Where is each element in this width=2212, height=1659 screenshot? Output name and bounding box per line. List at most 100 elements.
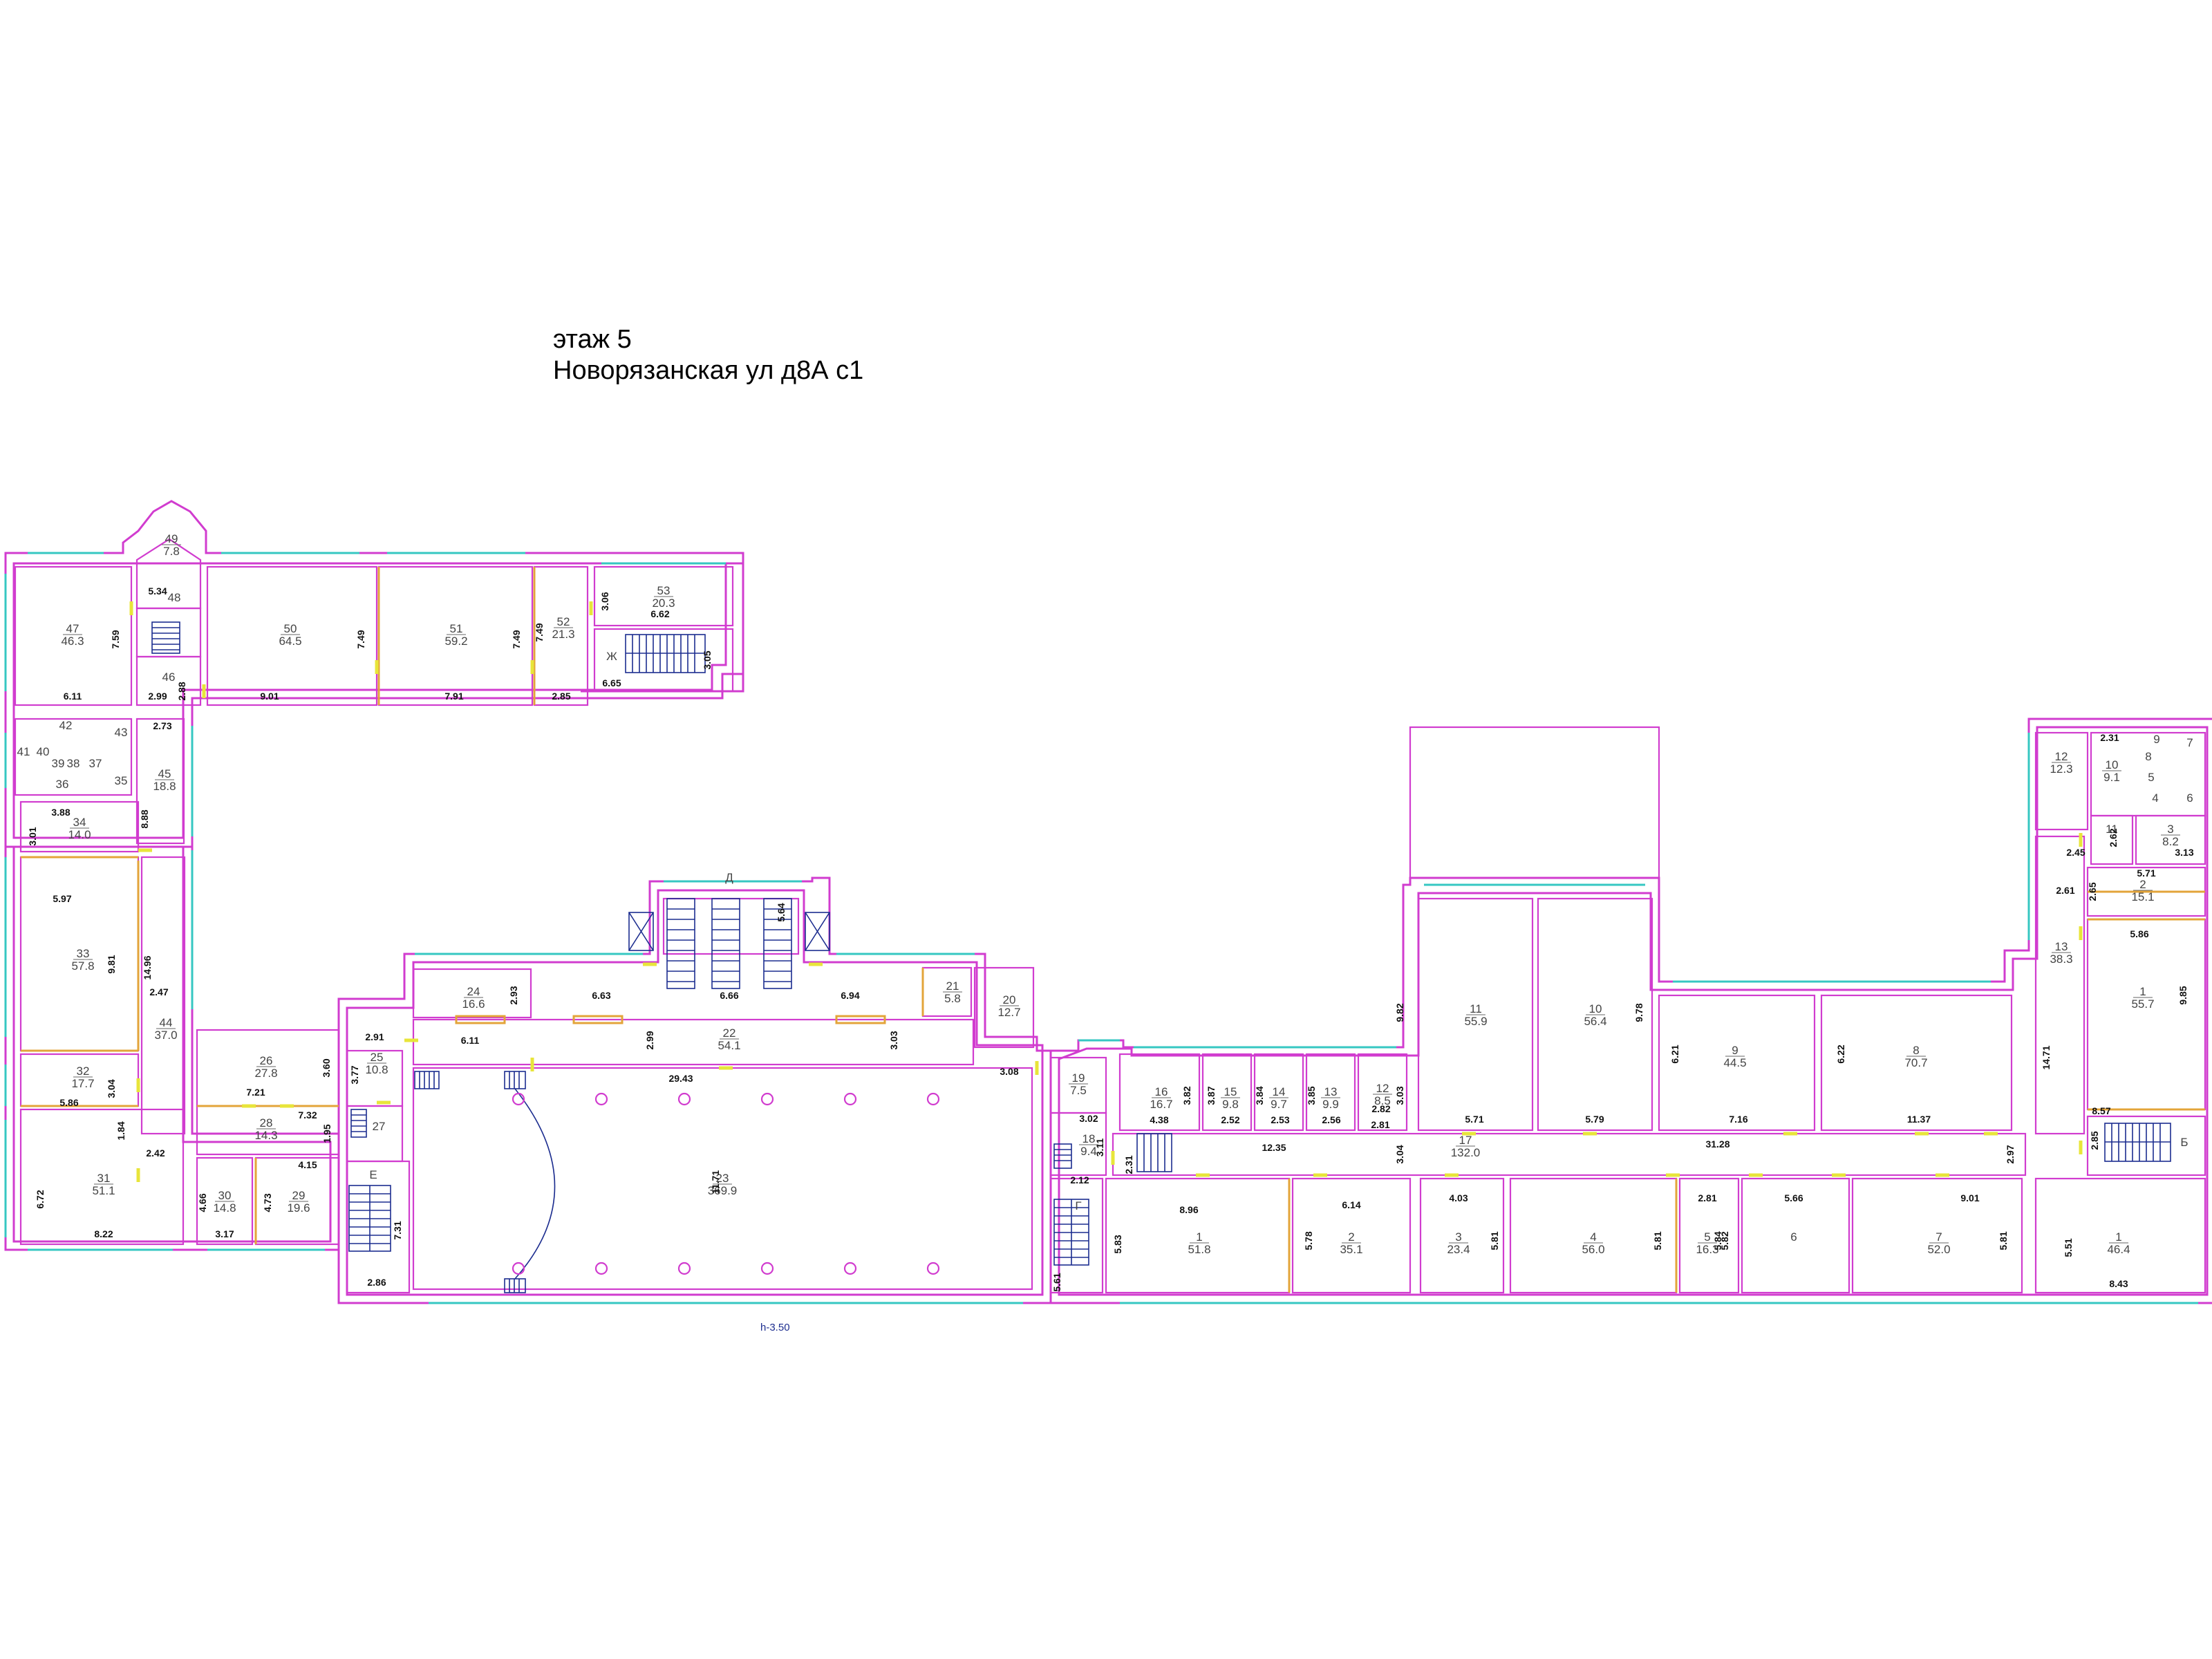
dimension-label: 5.34 xyxy=(148,585,167,597)
room-number-13b: 13 xyxy=(2055,940,2068,953)
room-area-23: 369.9 xyxy=(708,1184,738,1197)
dimension-label: 5.81 xyxy=(1998,1231,2009,1250)
outer-walls xyxy=(4,500,2212,1304)
stairs xyxy=(151,621,2171,1293)
room-number-48: 48 xyxy=(168,591,181,604)
stair-48 xyxy=(151,621,180,654)
room-area-44: 37.0 xyxy=(154,1029,177,1042)
room-number-41: 41 xyxy=(17,745,30,758)
dimension-label: 3.60 xyxy=(321,1058,332,1077)
room-area-32: 17.7 xyxy=(71,1077,94,1090)
dimension-label: 5.82 xyxy=(1719,1231,1730,1250)
room-number-17: 17 xyxy=(1459,1134,1472,1147)
dimension-label: 3.06 xyxy=(599,592,610,610)
room-11-wall xyxy=(1417,897,1534,1132)
room-number-9b: 9 xyxy=(2153,733,2159,746)
room-11b-wall xyxy=(2090,814,2134,865)
stair-b-wall xyxy=(2086,1115,2206,1177)
room-2a-wall xyxy=(1291,1177,1412,1294)
room-number-39: 39 xyxy=(52,757,65,770)
dimension-label: 3.82 xyxy=(1181,1086,1192,1105)
room-number-7b: 7 xyxy=(2186,736,2193,749)
dimension-label: 5.64 xyxy=(776,903,787,921)
room-area-1a: 51.8 xyxy=(1188,1243,1210,1256)
height-note: h-3.50 xyxy=(760,1322,790,1333)
dimension-label: 4.38 xyxy=(1150,1114,1168,1125)
room-number-4b: 4 xyxy=(2152,791,2158,805)
room-1b-wall xyxy=(2034,1177,2206,1294)
room-area-12a: 8.5 xyxy=(1374,1094,1391,1107)
internal-walls xyxy=(14,538,2206,1294)
stair-g-wall xyxy=(1049,1177,1104,1294)
room-number-51: 51 xyxy=(450,622,463,635)
dimension-label: 5.61 xyxy=(1051,1273,1062,1291)
room-area-17: 132.0 xyxy=(1451,1146,1481,1159)
room-number-20: 20 xyxy=(1003,993,1016,1006)
room-number-50: 50 xyxy=(284,622,297,635)
dimension-label: 3.87 xyxy=(1206,1086,1217,1105)
dimension-label: 5.97 xyxy=(53,893,71,904)
dimension-label: 5.83 xyxy=(1112,1235,1123,1253)
dimension-label: 2.88 xyxy=(176,682,187,700)
dimension-label: 11.71 xyxy=(710,1170,721,1194)
room-8-wall xyxy=(1820,994,2013,1132)
dimension-label: 7.16 xyxy=(1729,1114,1747,1125)
room-area-28: 14.3 xyxy=(254,1129,277,1142)
dimension-label: 2.82 xyxy=(1371,1103,1390,1114)
stair-b xyxy=(2104,1123,2171,1162)
dimension-label: 6.63 xyxy=(592,990,610,1001)
stair-g xyxy=(1053,1143,1089,1266)
dimension-label: 5.81 xyxy=(1652,1231,1663,1250)
room-area-15: 9.8 xyxy=(1222,1098,1239,1111)
dimension-label: 3.84 xyxy=(1254,1086,1265,1105)
room-45-wall xyxy=(135,718,185,845)
room-number-10b: 10 xyxy=(2106,758,2119,771)
room-area-8a: 70.7 xyxy=(1904,1056,1927,1069)
room-number-38: 38 xyxy=(67,757,80,770)
room-number-3b: 3 xyxy=(2167,823,2173,836)
dimension-label: 3.08 xyxy=(1000,1066,1018,1077)
room-20-wall xyxy=(973,966,1035,1049)
dimension-label: 3.04 xyxy=(106,1079,117,1098)
room-number-36: 36 xyxy=(56,778,69,791)
dimension-label: 2.56 xyxy=(1322,1114,1340,1125)
room-number-35: 35 xyxy=(115,774,128,787)
room-area-34: 14.0 xyxy=(68,828,91,841)
dimension-label: 2.62 xyxy=(2108,828,2119,847)
dimension-label: 2.31 xyxy=(1123,1155,1134,1174)
room-number-16: 16 xyxy=(1155,1085,1168,1098)
room-number-43: 43 xyxy=(115,726,128,739)
dimension-label: 11.37 xyxy=(1907,1114,1931,1125)
room-number-5b: 5 xyxy=(2148,771,2154,784)
room-number-14: 14 xyxy=(1273,1085,1286,1098)
room-10-wall xyxy=(1537,897,1653,1132)
dimension-label: 3.77 xyxy=(349,1065,360,1084)
room-area-20: 12.7 xyxy=(997,1006,1020,1019)
room-number-1b: 1 xyxy=(2115,1230,2121,1244)
dimension-label: 2.85 xyxy=(2089,1131,2100,1150)
stair-e-wall xyxy=(346,1160,411,1294)
room-area-47: 46.3 xyxy=(61,635,84,648)
room-area-30: 14.8 xyxy=(213,1201,236,1215)
room-number-15: 15 xyxy=(1224,1085,1237,1098)
room-27-wall xyxy=(346,1105,404,1163)
dimension-label: 3.01 xyxy=(27,827,38,845)
dimension-label: 7.49 xyxy=(511,630,522,648)
dimension-label: 6.22 xyxy=(1835,1044,1846,1063)
room-area-50: 64.5 xyxy=(279,635,301,648)
dimension-label: 1.95 xyxy=(321,1124,332,1143)
dimension-label: 3.88 xyxy=(51,807,70,818)
room-area-13a: 9.9 xyxy=(1322,1098,1339,1111)
room-16-wall xyxy=(1118,1053,1201,1132)
room-number-53: 53 xyxy=(657,584,671,597)
dimension-label: 7.21 xyxy=(246,1087,265,1098)
room-number-5a: 5 xyxy=(1704,1230,1710,1244)
dimension-label: 9.01 xyxy=(260,691,279,702)
room-area-12b: 12.3 xyxy=(2050,762,2072,776)
room-number-25: 25 xyxy=(371,1051,384,1064)
dimension-label: 9.82 xyxy=(1394,1003,1405,1022)
dimension-label: 2.99 xyxy=(644,1031,655,1049)
room-number-27: 27 xyxy=(373,1120,386,1133)
room-area-21: 5.8 xyxy=(944,992,961,1005)
